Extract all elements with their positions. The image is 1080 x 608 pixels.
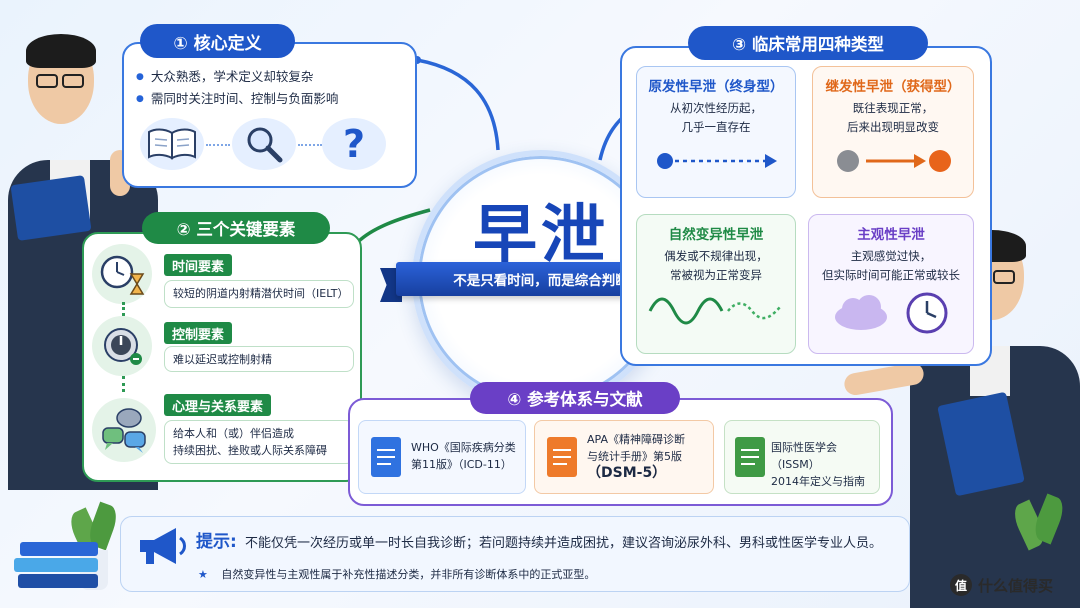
clock-hourglass-icon xyxy=(92,244,152,304)
type-card-variable: 自然变异性早泄 偶发或不规律出现， 常被视为正常变异 xyxy=(636,214,796,354)
ref-apa-line3: （DSM-5） xyxy=(587,465,667,481)
dotted-link xyxy=(298,144,322,146)
tip-main: 提示: 不能仅凭一次经历或单一时长自我诊断；若问题持续并造成困扰，建议咨询泌尿外… xyxy=(196,527,882,552)
type-subjective-desc: 主观感觉过快， 但实际时间可能正常或较长 xyxy=(822,249,960,282)
ref-who-line2: 第11版》（ICD-11） xyxy=(411,458,512,471)
factor-control-title: 控制要素 xyxy=(164,322,233,344)
ref-apa-line2: 与统计手册》第5版 xyxy=(587,450,682,463)
book-held-icon xyxy=(10,175,92,241)
magnifier-icon xyxy=(232,118,296,170)
document-icon xyxy=(371,437,401,477)
section1-bullet-1: 大众熟悉，学术定义却较复杂 xyxy=(136,66,314,85)
tip-label: 提示: xyxy=(196,532,237,552)
ref-issm-line2: 2014年定义与指南 xyxy=(771,475,865,488)
ref-card-issm: 国际性医学会（ISSM） 2014年定义与指南 xyxy=(724,420,880,494)
section2-header: ② 三个关键要素 xyxy=(142,212,330,244)
section1-header: ① 核心定义 xyxy=(140,24,295,58)
ref-issm-line1: 国际性医学会（ISSM） xyxy=(771,441,837,471)
speech-bubbles-icon xyxy=(92,398,156,462)
factor-psych-desc: 给本人和（或）伴侣造成 持续困扰、挫败或人际关系障碍 xyxy=(164,420,354,464)
type-card-primary: 原发性早泄（终身型） 从初次性经历起， 几乎一直存在 xyxy=(636,66,796,198)
center-title: 早泄 xyxy=(473,199,609,273)
control-knob-icon xyxy=(92,316,152,376)
type-variable-desc: 偶发或不规律出现， 常被视为正常变异 xyxy=(664,249,768,282)
document-icon xyxy=(547,437,577,477)
section4-header: ④ 参考体系与文献 xyxy=(470,382,680,414)
continuous-line-icon xyxy=(657,153,777,169)
type-primary-title: 原发性早泄（终身型） xyxy=(648,79,784,95)
star-icon: ★ xyxy=(198,568,208,581)
document-icon xyxy=(735,437,765,477)
change-arrow-icon xyxy=(837,150,951,172)
ref-who-line1: WHO《国际疾病分类 xyxy=(411,441,516,454)
book-icon xyxy=(140,118,204,170)
type-subjective-title: 主观性早泄 xyxy=(857,227,925,243)
section1-bullet-2: 需同时关注时间、控制与负面影响 xyxy=(136,88,339,107)
factor-time-title: 时间要素 xyxy=(164,254,233,276)
watermark: 值 什么值得买 xyxy=(950,572,1053,598)
ref-apa-line1: APA《精神障碍诊断 xyxy=(587,433,685,446)
tip-note: ★ 自然变异性与主观性属于补充性描述分类，并非所有诊断体系中的正式亚型。 xyxy=(198,566,595,582)
plant-right-icon xyxy=(1004,493,1074,574)
question-mark: ? xyxy=(342,122,366,166)
presenter-right xyxy=(842,228,1080,608)
factor-dotted-link xyxy=(122,302,125,316)
factor-time-desc: 较短的阴道内射精潜伏时间（IELT） xyxy=(164,280,354,308)
type-primary-desc: 从初次性经历起， 几乎一直存在 xyxy=(670,101,762,134)
factor-control-desc: 难以延迟或控制射精 xyxy=(164,346,354,372)
megaphone-icon xyxy=(134,522,190,570)
type-card-subjective: 主观性早泄 主观感觉过快， 但实际时间可能正常或较长 xyxy=(808,214,974,354)
tip-text: 不能仅凭一次经历或单一时长自我诊断；若问题持续并造成困扰，建议咨询泌尿外科、男科… xyxy=(244,536,882,551)
wave-icon xyxy=(648,297,781,325)
section3-header: ③ 临床常用四种类型 xyxy=(688,26,928,60)
cloud-clock-icon xyxy=(835,292,948,334)
ref-card-apa: APA《精神障碍诊断 与统计手册》第5版 （DSM-5） xyxy=(534,420,714,494)
type-secondary-desc: 既往表现正常， 后来出现明显改变 xyxy=(847,101,939,134)
factor-psych-title: 心理与关系要素 xyxy=(164,394,272,416)
type-secondary-title: 继发性早泄（获得型） xyxy=(825,79,961,95)
factor-dotted-link xyxy=(122,376,125,392)
ref-card-who: WHO《国际疾病分类 第11版》（ICD-11） xyxy=(358,420,526,494)
question-icon: ? xyxy=(322,118,386,170)
tip-note-text: 自然变异性与主观性属于补充性描述分类，并非所有诊断体系中的正式亚型。 xyxy=(221,568,596,581)
type-variable-title: 自然变异性早泄 xyxy=(668,227,764,243)
type-card-secondary: 继发性早泄（获得型） 既往表现正常， 后来出现明显改变 xyxy=(812,66,974,198)
watermark-text: 什么值得买 xyxy=(978,576,1054,595)
watermark-badge: 值 xyxy=(950,574,972,596)
dotted-link xyxy=(206,144,230,146)
tip-box xyxy=(120,516,910,592)
books-stack-icon xyxy=(14,542,104,598)
